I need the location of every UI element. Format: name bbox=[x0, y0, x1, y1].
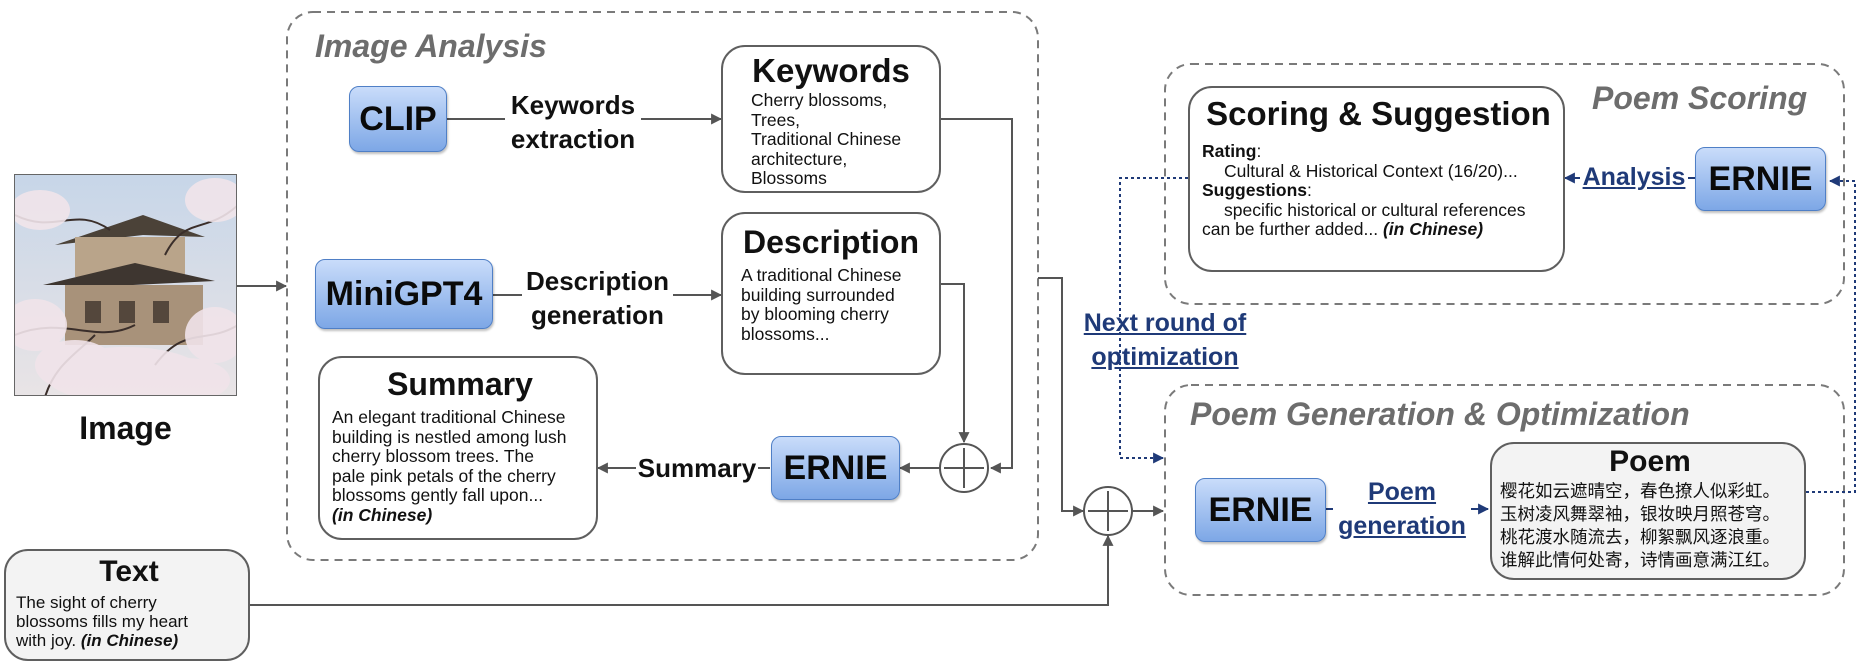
text-input-last-line: with joy. bbox=[16, 631, 77, 650]
keywords-extraction-line1: Keywords bbox=[510, 90, 636, 120]
poem-generation-line1: Poem bbox=[1367, 478, 1437, 506]
keywords-title: Keywords bbox=[752, 52, 910, 89]
poem-box: Poem 樱花如云遮晴空，春色撩人似彩虹。 玉树凌风舞翠袖，银妆映月照苍穹。 桃… bbox=[1490, 442, 1806, 580]
keywords-line: Trees, bbox=[751, 109, 800, 130]
photo-building bbox=[43, 215, 215, 345]
text-input-in-chinese-note: (in Chinese) bbox=[80, 631, 179, 650]
summary-edge-label: Summary bbox=[637, 453, 757, 483]
keywords-box: Keywords Cherry blossoms, Trees, Traditi… bbox=[721, 45, 941, 193]
rating-text: Cultural & Historical Context (16/20)... bbox=[1224, 160, 1518, 181]
keywords-extraction-label: Keywords extraction bbox=[505, 88, 641, 156]
keywords-line: Blossoms bbox=[751, 168, 827, 188]
scoring-in-chinese-note: (in Chinese) bbox=[1382, 219, 1484, 239]
poem-line: 桃花渡水随流去，柳絮飘风逐浪重。 bbox=[1500, 527, 1780, 547]
text-input-box: Text The sight of cherry blossoms fills … bbox=[4, 549, 250, 661]
poem-body: 樱花如云遮晴空，春色撩人似彩虹。 玉树凌风舞翠袖，银妆映月照苍穹。 桃花渡水随流… bbox=[1500, 480, 1800, 572]
summary-line: cherry blossom trees. The bbox=[332, 446, 534, 466]
summary-line: blossoms gently fall upon... bbox=[332, 485, 544, 505]
photo-window-1 bbox=[85, 301, 101, 323]
poem-generation-group bbox=[1164, 384, 1845, 596]
suggestions-text-1: specific historical or cultural referenc… bbox=[1224, 199, 1526, 220]
summary-body: An elegant traditional Chinese building … bbox=[332, 407, 588, 525]
rating-row: Rating: bbox=[1202, 141, 1262, 161]
next-round-line1: Next round of bbox=[1083, 309, 1247, 337]
text-input-title: Text bbox=[99, 555, 159, 588]
description-generation-label: Description generation bbox=[522, 264, 673, 332]
photo-window-3 bbox=[153, 301, 169, 323]
summary-line: pale pink petals of the cherry bbox=[332, 465, 556, 486]
keywords-line: Traditional Chinese bbox=[751, 129, 902, 149]
edge-text-to-gen-plus bbox=[250, 534, 1114, 606]
summary-line: An elegant traditional Chinese bbox=[332, 407, 566, 427]
edge-poem-to-ernie-scoring bbox=[1806, 175, 1856, 493]
description-line: blossoms... bbox=[741, 323, 830, 344]
poem-line: 樱花如云遮晴空，春色撩人似彩虹。 bbox=[1500, 481, 1780, 501]
photo-blossoms bbox=[15, 178, 236, 395]
keywords-line: Cherry blossoms, bbox=[751, 90, 888, 110]
minigpt4-model-node: MiniGPT4 bbox=[315, 259, 493, 329]
summary-in-chinese-note: (in Chinese) bbox=[332, 504, 433, 525]
rating-label: Rating bbox=[1202, 141, 1257, 161]
description-generation-line1: Description bbox=[525, 266, 670, 296]
suggestions-row-2: can be further added... (in Chinese) bbox=[1202, 219, 1555, 240]
suggestions-text-2: can be further added... bbox=[1202, 219, 1379, 239]
scoring-title: Scoring & Suggestion bbox=[1206, 95, 1551, 132]
description-line: building surrounded bbox=[741, 284, 895, 305]
description-body: A traditional Chinese building surrounde… bbox=[741, 265, 927, 344]
poem-generation-title: Poem Generation & Optimization bbox=[1190, 396, 1690, 432]
poem-generation-edge-label: Poem generation bbox=[1333, 475, 1471, 543]
cherry-blossom-photo bbox=[14, 174, 237, 396]
edge-description-to-plus bbox=[941, 283, 970, 444]
ernie-summary-node: ERNIE bbox=[771, 436, 900, 500]
keywords-line: architecture, bbox=[751, 148, 848, 169]
keywords-body: Cherry blossoms, Trees, Traditional Chin… bbox=[751, 90, 925, 189]
poem-scoring-group bbox=[1164, 63, 1845, 305]
poem-generation-line2: generation bbox=[1338, 512, 1466, 540]
image-analysis-title: Image Analysis bbox=[315, 28, 547, 64]
description-box: Description A traditional Chinese buildi… bbox=[721, 212, 941, 375]
poem-scoring-title: Poem Scoring bbox=[1592, 80, 1808, 116]
keywords-extraction-line2: extraction bbox=[510, 124, 636, 154]
summary-box: Summary An elegant traditional Chinese b… bbox=[318, 356, 598, 540]
ernie-scoring-node: ERNIE bbox=[1695, 147, 1826, 211]
ernie-generation-node: ERNIE bbox=[1195, 478, 1326, 542]
summary-title: Summary bbox=[387, 366, 533, 402]
suggestions-label: Suggestions bbox=[1202, 180, 1308, 200]
poem-line: 谁解此情何处寄，诗情画意满江红。 bbox=[1500, 550, 1780, 570]
cherry-blossom-photo-art bbox=[15, 175, 236, 395]
text-input-last-row: with joy. (in Chinese) bbox=[16, 631, 242, 650]
text-input-line: blossoms fills my heart bbox=[16, 612, 188, 631]
clip-model-node: CLIP bbox=[349, 86, 447, 152]
poem-title: Poem bbox=[1609, 445, 1691, 478]
scoring-body: Rating: Cultural & Historical Context (1… bbox=[1202, 141, 1555, 240]
description-generation-line2: generation bbox=[531, 300, 664, 330]
edge-analysis-to-gen-plus bbox=[1038, 277, 1085, 517]
analysis-edge-label: Analysis bbox=[1582, 163, 1686, 191]
image-analysis-group bbox=[286, 11, 1039, 561]
description-line: A traditional Chinese bbox=[741, 265, 902, 285]
scoring-suggestion-box: Scoring & Suggestion Rating: Cultural & … bbox=[1188, 86, 1565, 272]
suggestions-row: Suggestions: bbox=[1202, 180, 1312, 200]
photo-roof-mid bbox=[43, 263, 215, 285]
next-round-label: Next round of optimization bbox=[1070, 306, 1260, 374]
image-label: Image bbox=[79, 410, 172, 446]
photo-window-2 bbox=[119, 301, 135, 323]
description-line: by blooming cherry bbox=[741, 304, 889, 324]
text-input-body: The sight of cherry blossoms fills my he… bbox=[16, 593, 242, 650]
text-input-line: The sight of cherry bbox=[16, 593, 157, 612]
poem-line: 玉树凌风舞翠袖，银妆映月照苍穹。 bbox=[1500, 504, 1780, 524]
edge-keywords-to-plus bbox=[941, 118, 1013, 474]
description-title: Description bbox=[742, 224, 920, 260]
summary-line: building is nestled among lush bbox=[332, 426, 567, 447]
next-round-line2: optimization bbox=[1091, 343, 1239, 371]
